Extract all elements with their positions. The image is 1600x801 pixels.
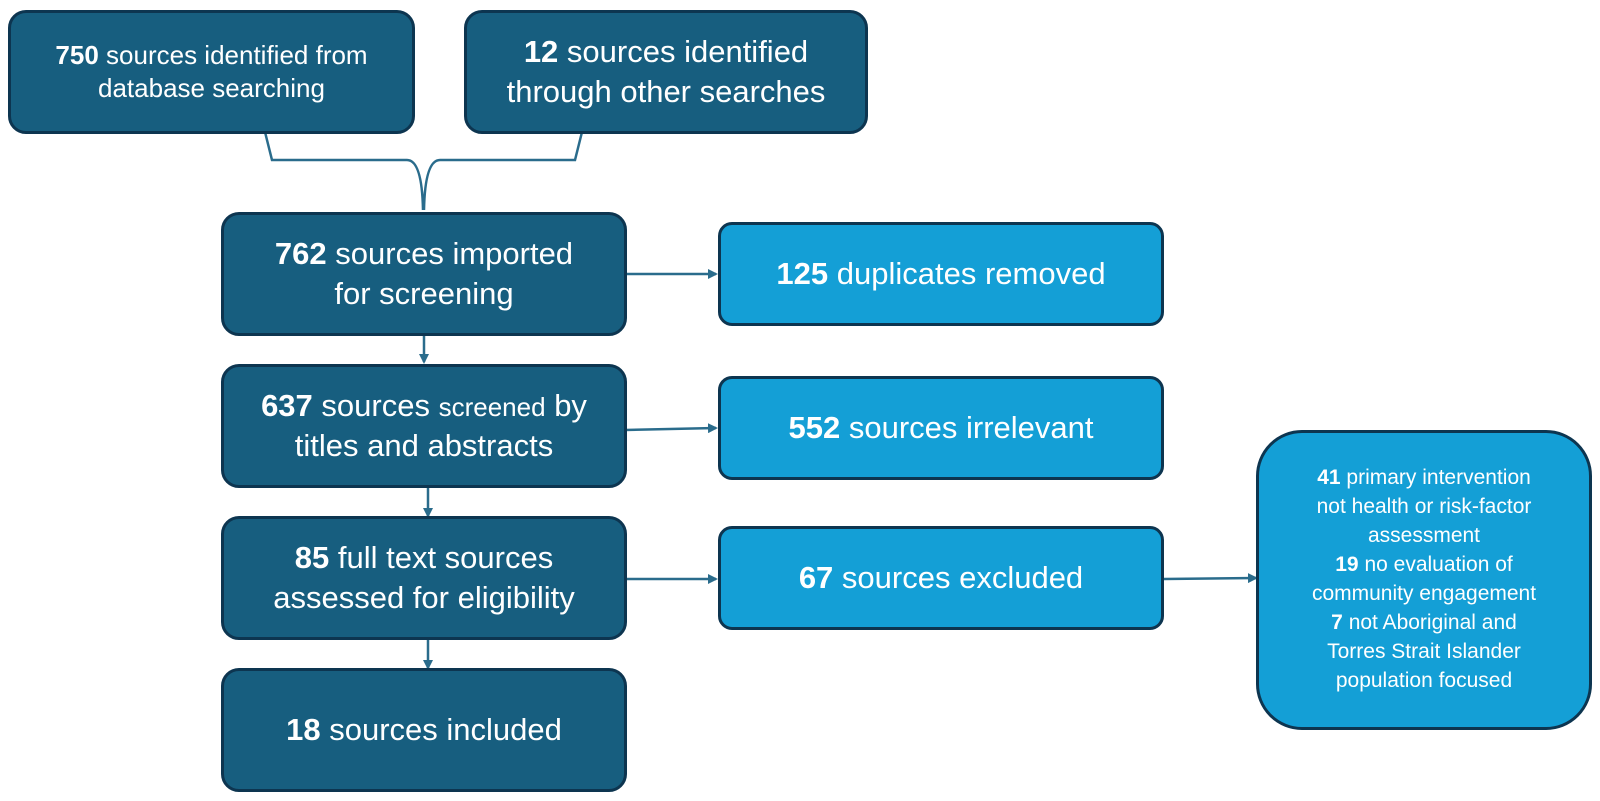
exclusion-reasons-box: 41 primary intervention not health or ri… bbox=[1256, 430, 1592, 730]
database-count: 750 bbox=[55, 39, 99, 70]
reason3-count: 7 bbox=[1331, 610, 1343, 634]
imported-box: 762 sources imported for screening bbox=[221, 212, 627, 336]
excluded-text-a: sources excluded bbox=[841, 560, 1084, 596]
arrow-screened-to-irrelevant bbox=[624, 423, 718, 434]
other-search-box: 12 sources identified through other sear… bbox=[464, 10, 868, 134]
screened-text-small: screened bbox=[438, 392, 546, 423]
screened-count: 637 bbox=[261, 388, 313, 424]
irrelevant-text-a: sources irrelevant bbox=[848, 410, 1094, 446]
irrelevant-box: 552 sources irrelevant bbox=[718, 376, 1164, 480]
imported-count: 762 bbox=[274, 236, 327, 272]
fulltext-count: 85 bbox=[294, 540, 330, 576]
merge-line-right bbox=[422, 131, 584, 211]
database-search-box: 750 sources identified from database sea… bbox=[8, 10, 415, 134]
other-count: 12 bbox=[523, 34, 559, 70]
excluded-count: 67 bbox=[798, 560, 834, 596]
reason2-count: 19 bbox=[1335, 553, 1359, 577]
reason2-b: community engagement bbox=[1311, 582, 1537, 605]
screened-box: 637 sources screened by titles and abstr… bbox=[221, 364, 627, 488]
screened-text-c: by bbox=[554, 388, 587, 424]
imported-text-b: for screening bbox=[334, 276, 514, 311]
other-text-a: sources identified bbox=[566, 34, 809, 70]
screened-text-b: titles and abstracts bbox=[294, 428, 554, 463]
reason3-a: not Aboriginal and bbox=[1348, 610, 1517, 634]
reason2-a: no evaluation of bbox=[1364, 553, 1513, 577]
reason3-b: Torres Strait Islander bbox=[1327, 639, 1521, 663]
reason3-c: population focused bbox=[1335, 668, 1513, 692]
included-count: 18 bbox=[286, 712, 321, 748]
arrow-excluded-to-reasons bbox=[1163, 573, 1258, 584]
irrelevant-count: 552 bbox=[788, 410, 841, 446]
included-box: 18 sources included bbox=[221, 668, 627, 792]
screened-text-a: sources bbox=[321, 388, 430, 424]
fulltext-text-b: assessed for eligibility bbox=[273, 580, 575, 615]
duplicates-text-a: duplicates removed bbox=[836, 256, 1106, 292]
duplicates-count: 125 bbox=[776, 256, 829, 292]
database-text-b: database searching bbox=[98, 73, 325, 103]
duplicates-box: 125 duplicates removed bbox=[718, 222, 1164, 326]
excluded-box: 67 sources excluded bbox=[718, 526, 1164, 630]
reason1-c: assessment bbox=[1367, 524, 1481, 548]
imported-text-a: sources imported bbox=[335, 236, 574, 272]
database-text-a: sources identified from bbox=[106, 39, 368, 70]
fulltext-text-a: full text sources bbox=[337, 540, 554, 576]
merge-line-left bbox=[263, 131, 425, 211]
fulltext-box: 85 full text sources assessed for eligib… bbox=[221, 516, 627, 640]
other-text-b: through other searches bbox=[506, 74, 826, 109]
included-text-a: sources included bbox=[329, 712, 562, 748]
reason1-count: 41 bbox=[1317, 466, 1341, 490]
reason1-a: primary intervention bbox=[1346, 466, 1531, 490]
reason1-b: not health or risk-factor bbox=[1316, 495, 1532, 519]
